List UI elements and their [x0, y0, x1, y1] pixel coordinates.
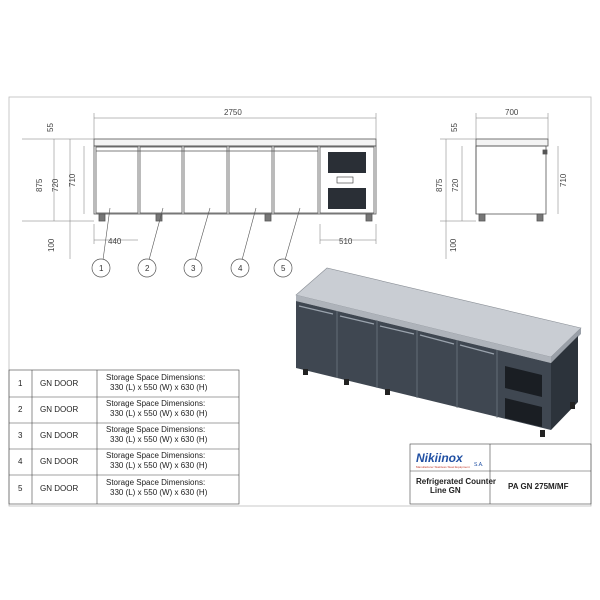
dim-height-a: 720 [51, 178, 60, 192]
dim-overall-width: 2750 [224, 108, 242, 117]
side-dim-depth: 700 [505, 108, 519, 117]
brand-tagline: Manufacturer Stainless Steel Equipment [416, 465, 470, 469]
row-part: GN DOOR [40, 431, 78, 440]
dim-motor-width: 510 [339, 237, 353, 246]
motor-grille-top [328, 152, 366, 173]
isometric-view [295, 267, 582, 437]
brand-name: Nikiinox [416, 451, 464, 465]
parts-row-2: 2 GN DOOR Storage Space Dimensions: 330 … [18, 399, 208, 418]
row-desc-2: 330 (L) x 550 (W) x 630 (H) [110, 488, 208, 497]
balloon-4: 4 [230, 258, 250, 278]
front-view [93, 138, 377, 222]
row-desc-1: Storage Space Dimensions: [106, 399, 205, 408]
svg-text:5: 5 [281, 264, 286, 273]
parts-row-5: 5 GN DOOR Storage Space Dimensions: 330 … [18, 478, 208, 497]
parts-row-3: 3 GN DOOR Storage Space Dimensions: 330 … [18, 425, 208, 444]
row-part: GN DOOR [40, 379, 78, 388]
balloon-leaders [102, 207, 301, 261]
product-name-line-1: Refrigerated Counter [416, 477, 496, 486]
control-panel [336, 176, 354, 184]
parts-row-1: 1 GN DOOR Storage Space Dimensions: 330 … [18, 373, 208, 392]
dim-top-thickness: 55 [46, 123, 55, 132]
row-part: GN DOOR [40, 457, 78, 466]
svg-text:2: 2 [145, 264, 150, 273]
svg-text:4: 4 [238, 264, 243, 273]
dim-leg-height: 100 [47, 238, 56, 252]
motor-grille-bottom [328, 188, 366, 209]
row-number: 1 [18, 379, 23, 388]
model-code: PA GN 275M/MF [508, 482, 569, 491]
title-block [409, 443, 592, 505]
balloon-1: 1 [91, 258, 111, 278]
parts-row-4: 4 GN DOOR Storage Space Dimensions: 330 … [18, 451, 208, 470]
brand-logo: Nikiinox S.A. Manufacturer Stainless Ste… [416, 451, 483, 469]
row-part: GN DOOR [40, 484, 78, 493]
row-desc-2: 330 (L) x 550 (W) x 630 (H) [110, 383, 208, 392]
balloon-2: 2 [137, 258, 157, 278]
side-dimension-lines [440, 113, 559, 259]
row-desc-1: Storage Space Dimensions: [106, 373, 205, 382]
product-name-line-2: Line GN [430, 486, 461, 495]
dim-door-width: 440 [108, 237, 122, 246]
row-number: 5 [18, 484, 23, 493]
side-dim-leg-height: 100 [449, 238, 458, 252]
dim-height-b: 710 [68, 173, 77, 187]
parts-table [8, 369, 240, 505]
front-dimension-lines [22, 113, 377, 259]
balloon-3: 3 [183, 258, 203, 278]
row-number: 4 [18, 457, 23, 466]
side-view [475, 138, 549, 222]
side-dim-total-height: 875 [435, 178, 444, 192]
row-desc-2: 330 (L) x 550 (W) x 630 (H) [110, 409, 208, 418]
row-desc-1: Storage Space Dimensions: [106, 478, 205, 487]
svg-text:1: 1 [99, 264, 104, 273]
row-desc-1: Storage Space Dimensions: [106, 451, 205, 460]
side-dim-height-a: 720 [451, 178, 460, 192]
side-dim-height-b: 710 [559, 173, 568, 187]
row-desc-2: 330 (L) x 550 (W) x 630 (H) [110, 435, 208, 444]
row-desc-2: 330 (L) x 550 (W) x 630 (H) [110, 461, 208, 470]
row-number: 3 [18, 431, 23, 440]
brand-suffix: S.A. [474, 462, 483, 468]
side-dim-top-thickness: 55 [450, 123, 459, 132]
balloon-5: 5 [273, 258, 293, 278]
row-number: 2 [18, 405, 23, 414]
row-part: GN DOOR [40, 405, 78, 414]
svg-text:3: 3 [191, 264, 196, 273]
row-desc-1: Storage Space Dimensions: [106, 425, 205, 434]
dim-total-height: 875 [35, 178, 44, 192]
sheet-border [8, 96, 592, 507]
